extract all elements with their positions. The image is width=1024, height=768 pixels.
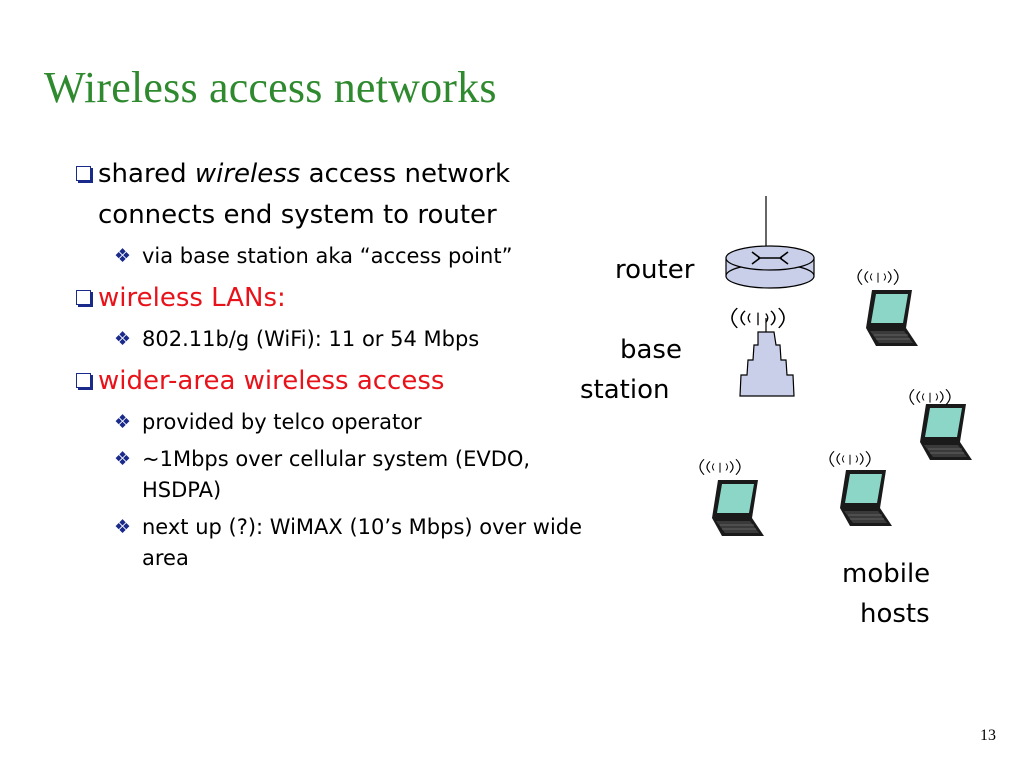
page-number: 13 (980, 727, 996, 744)
sub-bullet-text: next up (?): WiMAX (10’s Mbps) over wide… (142, 515, 583, 570)
router-icon (725, 245, 815, 289)
label-router: router (615, 255, 695, 285)
bullet-text: wider-area wireless access (98, 366, 445, 396)
laptop-icon (865, 289, 919, 347)
base-station-icon (739, 318, 795, 397)
bullet-wider-area: wider-area wireless access (70, 361, 590, 402)
label-station: station (580, 375, 670, 405)
label-base: base (620, 335, 682, 365)
wireless-wave-icon (731, 307, 785, 329)
diamond-bullet-icon: ❖ (114, 516, 132, 538)
diamond-bullet-icon: ❖ (114, 328, 132, 350)
wireless-wave-icon (829, 450, 871, 468)
sub-bullet-wifi: ❖ 802.11b/g (WiFi): 11 or 54 Mbps (114, 324, 590, 355)
slide-title: Wireless access networks (44, 63, 497, 112)
checkbox-bullet-icon (76, 290, 91, 305)
sub-bullet-base-station: ❖ via base station aka “access point” (114, 241, 590, 272)
wireless-wave-icon (857, 268, 899, 286)
wireless-wave-icon (909, 388, 951, 406)
sub-bullet-cellular: ❖ ~1Mbps over cellular system (EVDO, HSD… (114, 444, 590, 506)
laptop-icon (711, 479, 765, 537)
bullet-text-pre: shared (98, 159, 195, 189)
sub-bullet-text: via base station aka “access point” (142, 244, 513, 268)
sub-bullet-text: 802.11b/g (WiFi): 11 or 54 Mbps (142, 327, 480, 351)
diamond-bullet-icon: ❖ (114, 448, 132, 470)
sub-bullet-text: ~1Mbps over cellular system (EVDO, HSDPA… (142, 447, 531, 502)
checkbox-bullet-icon (76, 166, 91, 181)
laptop-icon (839, 469, 893, 527)
bullet-text: wireless LANs: (98, 283, 286, 313)
sub-bullet-wimax: ❖ next up (?): WiMAX (10’s Mbps) over wi… (114, 512, 590, 574)
diamond-bullet-icon: ❖ (114, 411, 132, 433)
bullet-shared-wireless: shared wireless access network connects … (70, 154, 590, 236)
label-hosts: hosts (860, 599, 930, 629)
bullet-list: shared wireless access network connects … (70, 154, 590, 580)
checkbox-bullet-icon (76, 373, 91, 388)
bullet-wireless-lans: wireless LANs: (70, 278, 590, 319)
label-mobile: mobile (842, 559, 931, 589)
wireless-wave-icon (699, 458, 741, 476)
sub-bullet-text: provided by telco operator (142, 410, 422, 434)
diamond-bullet-icon: ❖ (114, 245, 132, 267)
bullet-text-emphasis: wireless (194, 159, 301, 189)
bullet-text-post: access network connects end system to ro… (98, 159, 511, 230)
laptop-icon (919, 403, 973, 461)
sub-bullet-telco: ❖ provided by telco operator (114, 407, 590, 438)
